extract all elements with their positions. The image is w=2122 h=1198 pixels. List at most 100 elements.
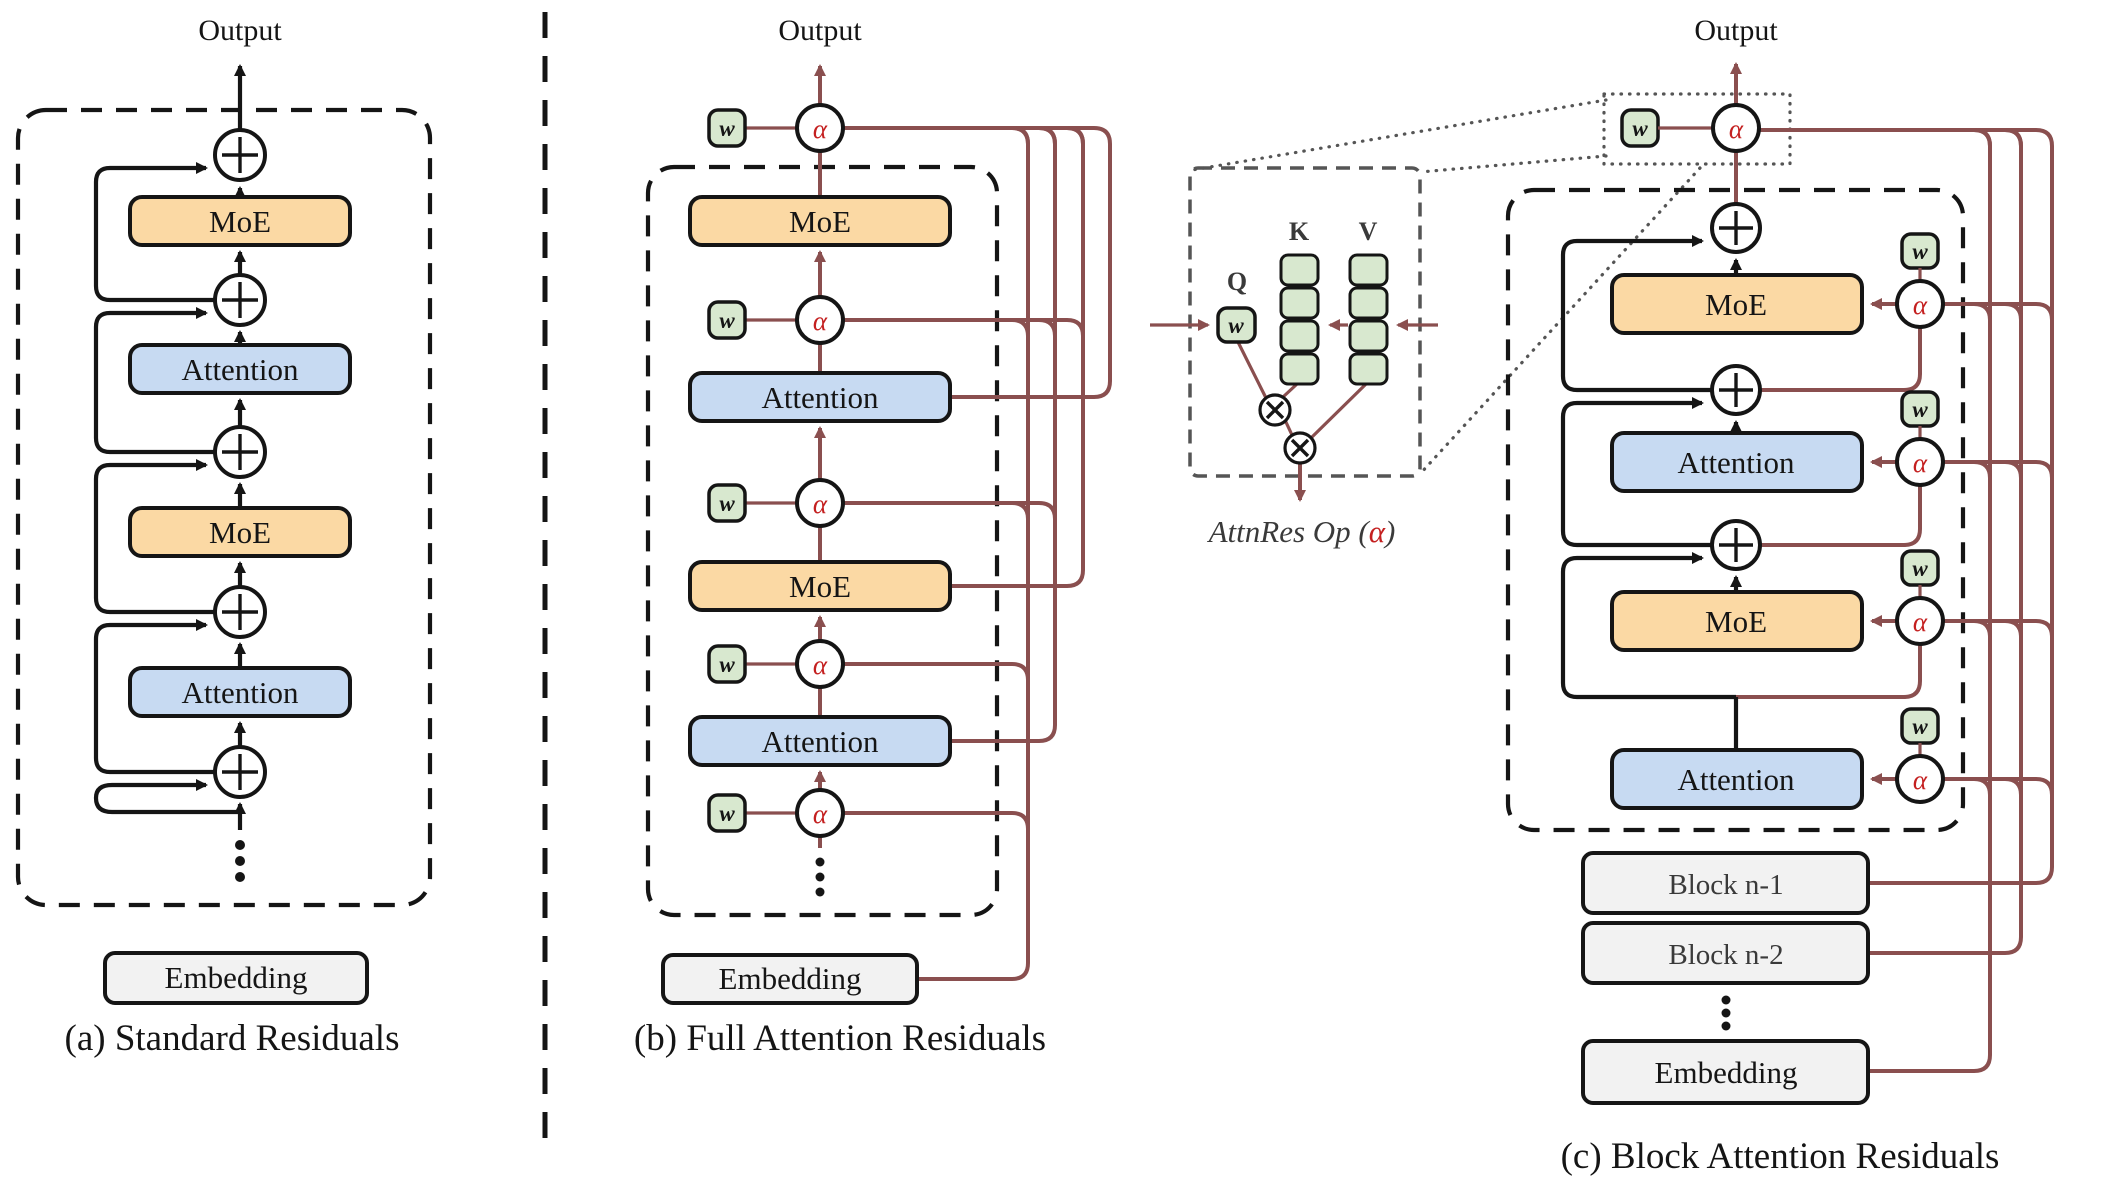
add-node <box>213 128 267 182</box>
bus-tap <box>2004 777 2023 796</box>
callout-line <box>1418 166 1702 476</box>
bus-tap <box>1973 619 1992 638</box>
output-label: Output <box>198 14 282 47</box>
svg-text:α: α <box>813 306 828 336</box>
weight-box: w <box>707 300 747 340</box>
embedding-label: Embedding <box>1655 1055 1798 1090</box>
add-node <box>1710 364 1762 416</box>
svg-text:w: w <box>1912 397 1928 422</box>
alpha-node: α <box>795 295 845 345</box>
moe-label: MoE <box>1705 604 1767 639</box>
moe-block <box>1610 590 1864 652</box>
attention-label: Attention <box>181 352 299 387</box>
dots <box>1721 995 1731 1031</box>
weight-box: w <box>707 644 747 684</box>
skip-wire <box>93 162 215 303</box>
embedding-label: Embedding <box>165 960 308 995</box>
weight-box: w <box>1620 108 1660 148</box>
skip-wire <box>1560 235 1712 393</box>
weight-box: w <box>707 483 747 523</box>
bus-tap <box>1066 126 1085 145</box>
svg-text:w: w <box>1912 556 1928 581</box>
attention-block <box>128 666 352 718</box>
attention-label: Attention <box>181 675 299 710</box>
moe-block <box>1610 273 1864 335</box>
q-to-matmul-wire <box>1236 341 1268 399</box>
moe-block <box>128 506 352 558</box>
bus-tap <box>2004 460 2023 479</box>
residual-bus-attention1 <box>950 126 1112 399</box>
residual-bus-attention2 <box>950 126 1057 743</box>
bus-tap <box>2004 302 2023 321</box>
weight-box: w <box>707 793 747 833</box>
skip-wire <box>93 307 215 455</box>
bus-tap <box>1038 501 1057 520</box>
svg-text:α: α <box>813 650 828 680</box>
caption-a: (a) Standard Residuals <box>65 1018 400 1059</box>
attention-label: Attention <box>1677 762 1795 797</box>
bus-tap <box>1973 460 1992 479</box>
bus-tap <box>1011 126 1030 145</box>
skip-wire <box>1560 552 1736 700</box>
add-node <box>213 585 267 639</box>
embedding-block <box>1581 1039 1870 1105</box>
dots <box>235 840 245 882</box>
bus-tap <box>1973 128 1992 147</box>
panel-b: MoE Attention MoE Attention w α w α w α … <box>634 14 1112 1059</box>
panel-c: MoE Attention MoE Attention w α w α w α … <box>1505 14 2054 1177</box>
alpha-node: α <box>795 639 845 689</box>
block-n1-label: Block n-1 <box>1668 869 1783 901</box>
detail-box <box>1188 166 1422 478</box>
panel-a: MoE Attention MoE Attention Output Embed… <box>15 14 433 1059</box>
embedding-label: Embedding <box>719 961 862 996</box>
attention-block <box>128 343 352 395</box>
output-label: Output <box>778 14 862 47</box>
attention-label: Attention <box>1677 445 1795 480</box>
attention-block <box>1610 431 1864 493</box>
bus-tap <box>1973 777 1992 796</box>
v-cells <box>1348 253 1389 386</box>
block-n2 <box>1581 921 1870 985</box>
add-node <box>213 273 267 327</box>
add-node <box>1710 519 1762 571</box>
alpha-node: α <box>1895 279 1945 329</box>
attention-block <box>1610 748 1864 810</box>
add-node <box>213 425 267 479</box>
bus-tap <box>2035 777 2054 796</box>
embedding-block <box>103 951 369 1005</box>
svg-text:α: α <box>1729 114 1744 144</box>
bus-tap <box>1038 126 1057 145</box>
k-to-matmul-wire <box>1281 382 1299 399</box>
callout-line <box>1418 154 1608 174</box>
callout-line <box>1190 98 1608 172</box>
moe-block <box>128 195 352 247</box>
attention-label: Attention <box>761 724 879 759</box>
moe-block <box>688 560 952 612</box>
v-to-matmul-wire <box>1309 382 1368 440</box>
svg-text:α: α <box>813 114 828 144</box>
alpha-node: α <box>795 788 845 838</box>
alpha-node: α <box>795 103 845 153</box>
moe-label: MoE <box>789 569 851 604</box>
alpha-node: α <box>1895 754 1945 804</box>
weight-box: w <box>1216 306 1257 344</box>
skip-wire <box>93 459 215 615</box>
attention-label: Attention <box>761 380 879 415</box>
query-wire <box>1736 645 1922 699</box>
matmul-to-matmul-wire <box>1283 419 1294 436</box>
query-wire <box>1761 486 1922 547</box>
multiply-node <box>1258 393 1292 427</box>
svg-text:w: w <box>719 652 735 677</box>
bus-tap <box>1011 318 1030 337</box>
moe-label: MoE <box>209 515 271 550</box>
bus-tap <box>1038 318 1057 337</box>
svg-text:w: w <box>719 116 735 141</box>
q-label: Q <box>1227 267 1247 296</box>
svg-text:α: α <box>813 489 828 519</box>
svg-text:w: w <box>1912 239 1928 264</box>
v-label: V <box>1359 217 1378 246</box>
skip-wire <box>93 779 240 815</box>
skip-wire <box>93 619 215 775</box>
